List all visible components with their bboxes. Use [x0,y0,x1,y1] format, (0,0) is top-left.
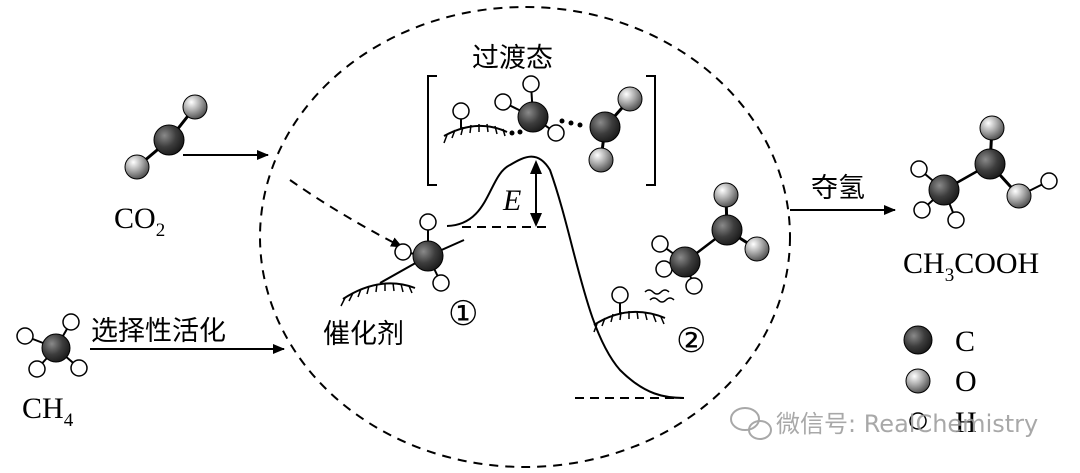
ch4-label: CH4 [22,392,74,431]
energy-curve [446,155,685,399]
reaction-zone-ellipse [259,6,791,468]
wavy-line [644,289,675,303]
ch3-adsorbed [379,213,465,292]
catalyst-surface-1 [340,282,416,307]
catalyst-label: 催化剂 [323,319,404,350]
transition-state-label: 过渡态 [472,43,553,74]
gray-atom-icon [905,368,931,394]
product-molecule [910,115,1058,229]
legend-label-c: C [955,325,975,358]
selective-activation-label: 选择性活化 [91,316,226,347]
watermark: 微信号: RealChemistry [730,407,1038,440]
legend-label-o: O [955,365,977,398]
ts-catalyst-surface [443,123,508,144]
white-atom-icon [909,412,927,430]
ch4-molecule [16,313,88,378]
adsorbed-h [611,286,629,314]
activation-energy-label: E [502,184,521,217]
product-label: CH3COOH [903,247,1039,286]
co2-molecule [124,94,208,180]
catalyst-surface-2 [593,310,666,333]
legend: C O H [903,325,977,439]
acetic-acid-released [651,182,770,295]
co2-label: CO2 [114,202,165,241]
wechat-icon [730,407,772,440]
right-bracket [646,75,656,186]
watermark-text: 微信号: RealChemistry [776,410,1038,438]
dashed-arrow-to-catalyst [289,179,403,248]
step-1-label: ① [448,296,478,333]
activation-energy-arrow [530,160,542,227]
left-bracket [427,75,437,186]
legend-label-h: H [955,406,977,439]
dehydrogenation-label: 夺氢 [811,173,865,204]
dark-atom-icon [903,325,933,355]
step-2-label: ② [676,323,706,360]
ts-molecule [452,75,643,173]
